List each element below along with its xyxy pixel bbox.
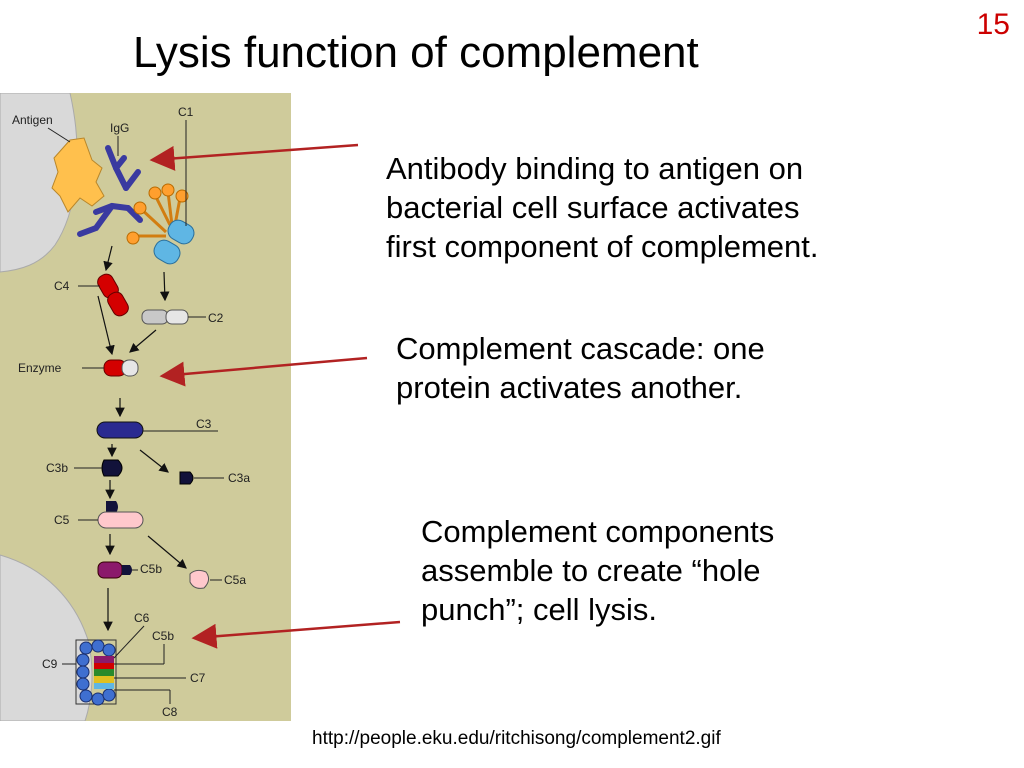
- leader-c6: [113, 625, 145, 659]
- label-c4: C4: [54, 279, 70, 293]
- caption-antibody-binding: Antibody binding to antigen on bacterial…: [386, 150, 818, 266]
- label-c1: C1: [178, 105, 194, 119]
- label-c5: C5: [54, 513, 70, 527]
- label-c7: C7: [190, 671, 206, 685]
- label-c3a: C3a: [228, 471, 250, 485]
- label-c3b: C3b: [46, 461, 68, 475]
- arrow-c1-c2: [159, 271, 170, 302]
- c5b-molecule: [97, 561, 132, 579]
- arrow-c1-c4: [103, 245, 113, 272]
- label-c5a: C5a: [224, 573, 246, 587]
- c3a-molecule: [179, 471, 194, 485]
- label-c2: C2: [208, 311, 224, 325]
- label-c3: C3: [196, 417, 212, 431]
- caption-hole-punch: Complement components assemble to create…: [421, 513, 774, 629]
- label-c9: C9: [42, 657, 58, 671]
- label-c5b: C5b: [140, 562, 162, 576]
- c5a-molecule: [189, 569, 210, 589]
- callout-arrow-1: [149, 143, 359, 171]
- callout-arrow-3: [191, 620, 401, 649]
- c3b-molecule: [101, 459, 123, 477]
- caption-line: protein activates another.: [396, 369, 743, 405]
- slide-number: 15: [976, 8, 1010, 41]
- c3-molecule: [96, 421, 144, 439]
- leader-antigen: [47, 127, 71, 143]
- arrow-c4-enzyme: [97, 295, 115, 356]
- igg-antibody: [77, 145, 143, 237]
- arrow-c3-c3a: [139, 449, 169, 473]
- c2-molecule: [141, 309, 189, 325]
- caption-line: Antibody binding to antigen on: [386, 151, 804, 186]
- membrane-attack-complex: [75, 639, 117, 706]
- caption-line: punch”; cell lysis.: [421, 591, 658, 627]
- caption-line: first component of complement.: [386, 228, 819, 264]
- label-antigen: Antigen: [12, 113, 53, 127]
- label-igg: IgG: [110, 121, 129, 135]
- caption-line: Complement components: [421, 514, 775, 549]
- label-c8: C8: [162, 705, 178, 719]
- callout-arrow-2: [159, 356, 368, 387]
- c1-complex: [126, 183, 195, 265]
- slide-title: Lysis function of complement: [133, 28, 699, 77]
- arrow-c2-enzyme: [129, 329, 157, 353]
- caption-line: bacterial cell surface activates: [386, 189, 800, 225]
- c5-molecule: [97, 501, 144, 529]
- label-c6: C6: [134, 611, 150, 625]
- label-c5b-complex: C5b: [152, 629, 174, 643]
- label-enzyme: Enzyme: [18, 361, 62, 375]
- caption-line: Complement cascade: one: [396, 331, 765, 366]
- bacterial-cell-top: [0, 93, 78, 273]
- caption-line: assemble to create “hole: [421, 552, 761, 588]
- antigen-shape: [51, 137, 105, 213]
- caption-complement-cascade: Complement cascade: one protein activate…: [396, 330, 765, 408]
- arrow-c5-c5a: [147, 535, 187, 569]
- source-url: http://people.eku.edu/ritchisong/complem…: [312, 728, 721, 749]
- enzyme-molecule: [103, 359, 139, 377]
- c4-molecule: [97, 273, 129, 317]
